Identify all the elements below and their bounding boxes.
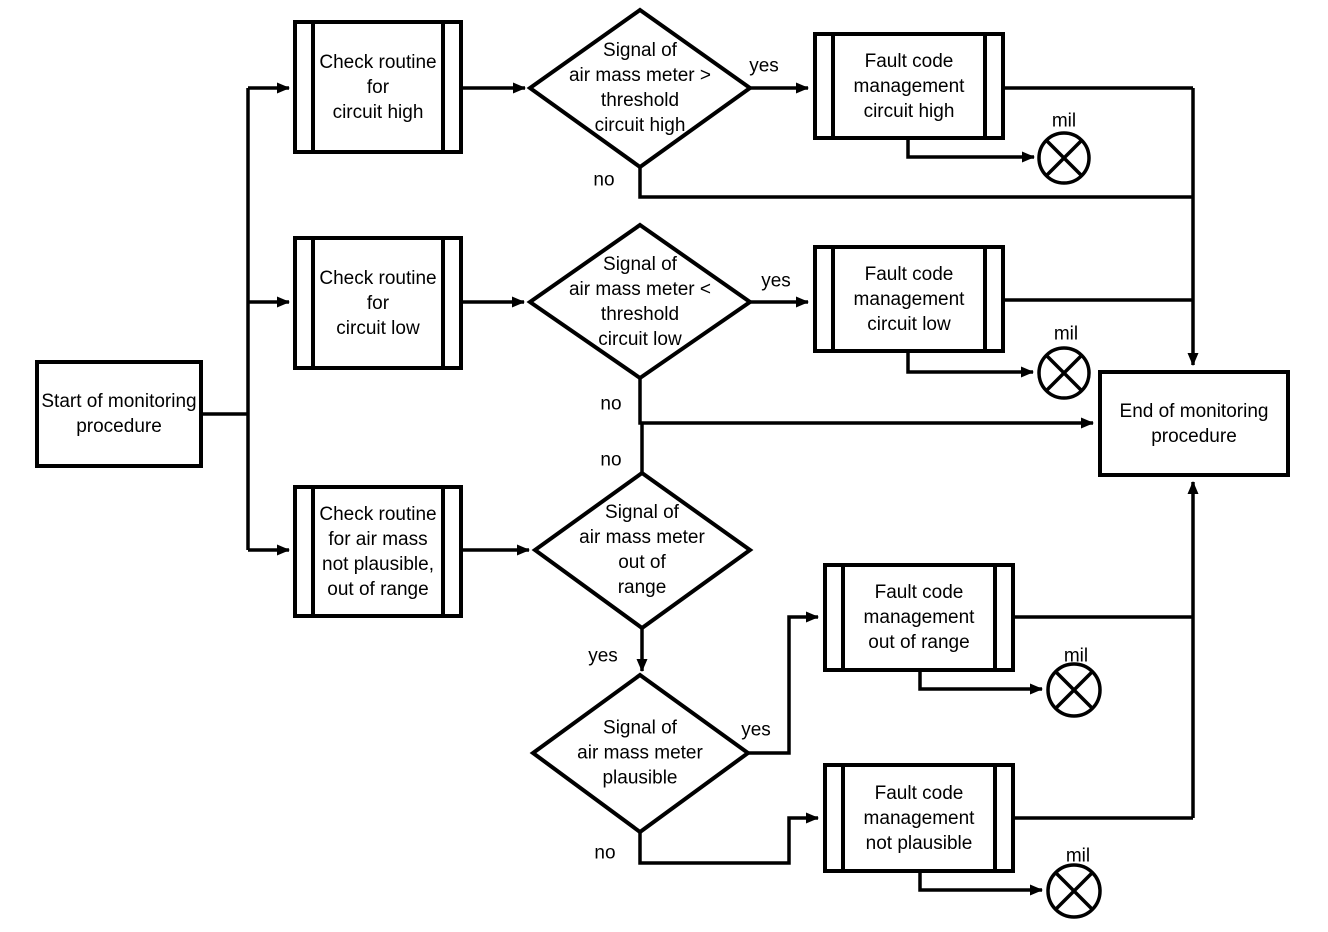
node-end: End of monitoring procedure xyxy=(1098,370,1290,477)
edge-label-plausible-no: no xyxy=(594,842,616,864)
decision-circuit-high-label: Signal of air mass meter > threshold cir… xyxy=(568,40,712,136)
node-start-label: Start of monitoring procedure xyxy=(41,391,197,437)
edge-label-out-of-range-yes: yes xyxy=(588,645,618,667)
edge-decision-low-no xyxy=(638,378,1094,429)
edge-fault-high-to-mil xyxy=(906,140,1035,163)
node-fault-circuit-high: Fault code management circuit high xyxy=(813,32,1005,140)
mil-lamp-out-of-range-icon xyxy=(1046,662,1102,718)
mil-lamp-not-plausible-icon xyxy=(1046,863,1102,919)
edge-label-circuit-high-no: no xyxy=(593,169,615,191)
node-check-air-mass-label: Check routine for air mass not plausible… xyxy=(319,503,437,600)
edge-label-out-of-range-no: no xyxy=(600,449,622,471)
node-end-label: End of monitoring procedure xyxy=(1119,400,1269,447)
edge-decision-plausible-no xyxy=(638,812,819,865)
mil-label-out-of-range: mil xyxy=(1063,645,1089,667)
node-check-circuit-high-label: Check routine for circuit high xyxy=(319,51,437,123)
decision-out-of-range-shape xyxy=(531,470,754,631)
decision-out-of-range-label: Signal of air mass meter out of range xyxy=(579,502,705,598)
decision-plausible-shape xyxy=(529,672,752,835)
node-fault-not-plausible-label: Fault code management not plausible xyxy=(863,782,975,854)
mil-lamp-circuit-high-icon xyxy=(1037,131,1091,185)
edge-fault-notplausible-to-mil xyxy=(918,873,1043,896)
node-fault-circuit-low: Fault code management circuit low xyxy=(813,245,1005,353)
edge-label-plausible-yes: yes xyxy=(741,719,771,741)
decision-plausible-label: Signal of air mass meter plausible xyxy=(577,717,703,789)
node-start: Start of monitoring procedure xyxy=(35,360,203,468)
edge-fault-low-to-mil xyxy=(906,353,1034,378)
mil-label-not-plausible: mil xyxy=(1065,845,1091,867)
decision-circuit-high-shape xyxy=(526,7,754,170)
edge-start-branch-trunk xyxy=(202,88,250,550)
mil-lamp-circuit-low-icon xyxy=(1037,346,1091,400)
decision-circuit-low-shape xyxy=(526,222,754,381)
node-check-air-mass: Check routine for air mass not plausible… xyxy=(293,485,463,618)
edge-fault-range-to-mil xyxy=(918,672,1043,695)
edge-label-circuit-low-yes: yes xyxy=(761,270,791,292)
mil-label-circuit-high: mil xyxy=(1051,110,1077,132)
mil-label-circuit-low: mil xyxy=(1053,323,1079,345)
decision-circuit-low-label: Signal of air mass meter < threshold cir… xyxy=(568,254,712,350)
node-check-circuit-low: Check routine for circuit low xyxy=(293,236,463,370)
node-fault-out-of-range: Fault code management out of range xyxy=(823,563,1015,672)
node-fault-circuit-high-label: Fault code management circuit high xyxy=(853,50,965,122)
edge-label-circuit-high-yes: yes xyxy=(749,55,779,77)
node-fault-circuit-low-label: Fault code management circuit low xyxy=(853,263,965,335)
node-check-circuit-high: Check routine for circuit high xyxy=(293,20,463,154)
edge-decision-high-no xyxy=(638,167,1193,199)
node-check-circuit-low-label: Check routine for circuit low xyxy=(319,267,437,339)
node-fault-out-of-range-label: Fault code management out of range xyxy=(863,582,975,653)
edge-decision-plausible-yes xyxy=(748,611,819,755)
node-fault-not-plausible: Fault code management not plausible xyxy=(823,763,1015,873)
edge-label-circuit-low-no: no xyxy=(600,393,622,415)
